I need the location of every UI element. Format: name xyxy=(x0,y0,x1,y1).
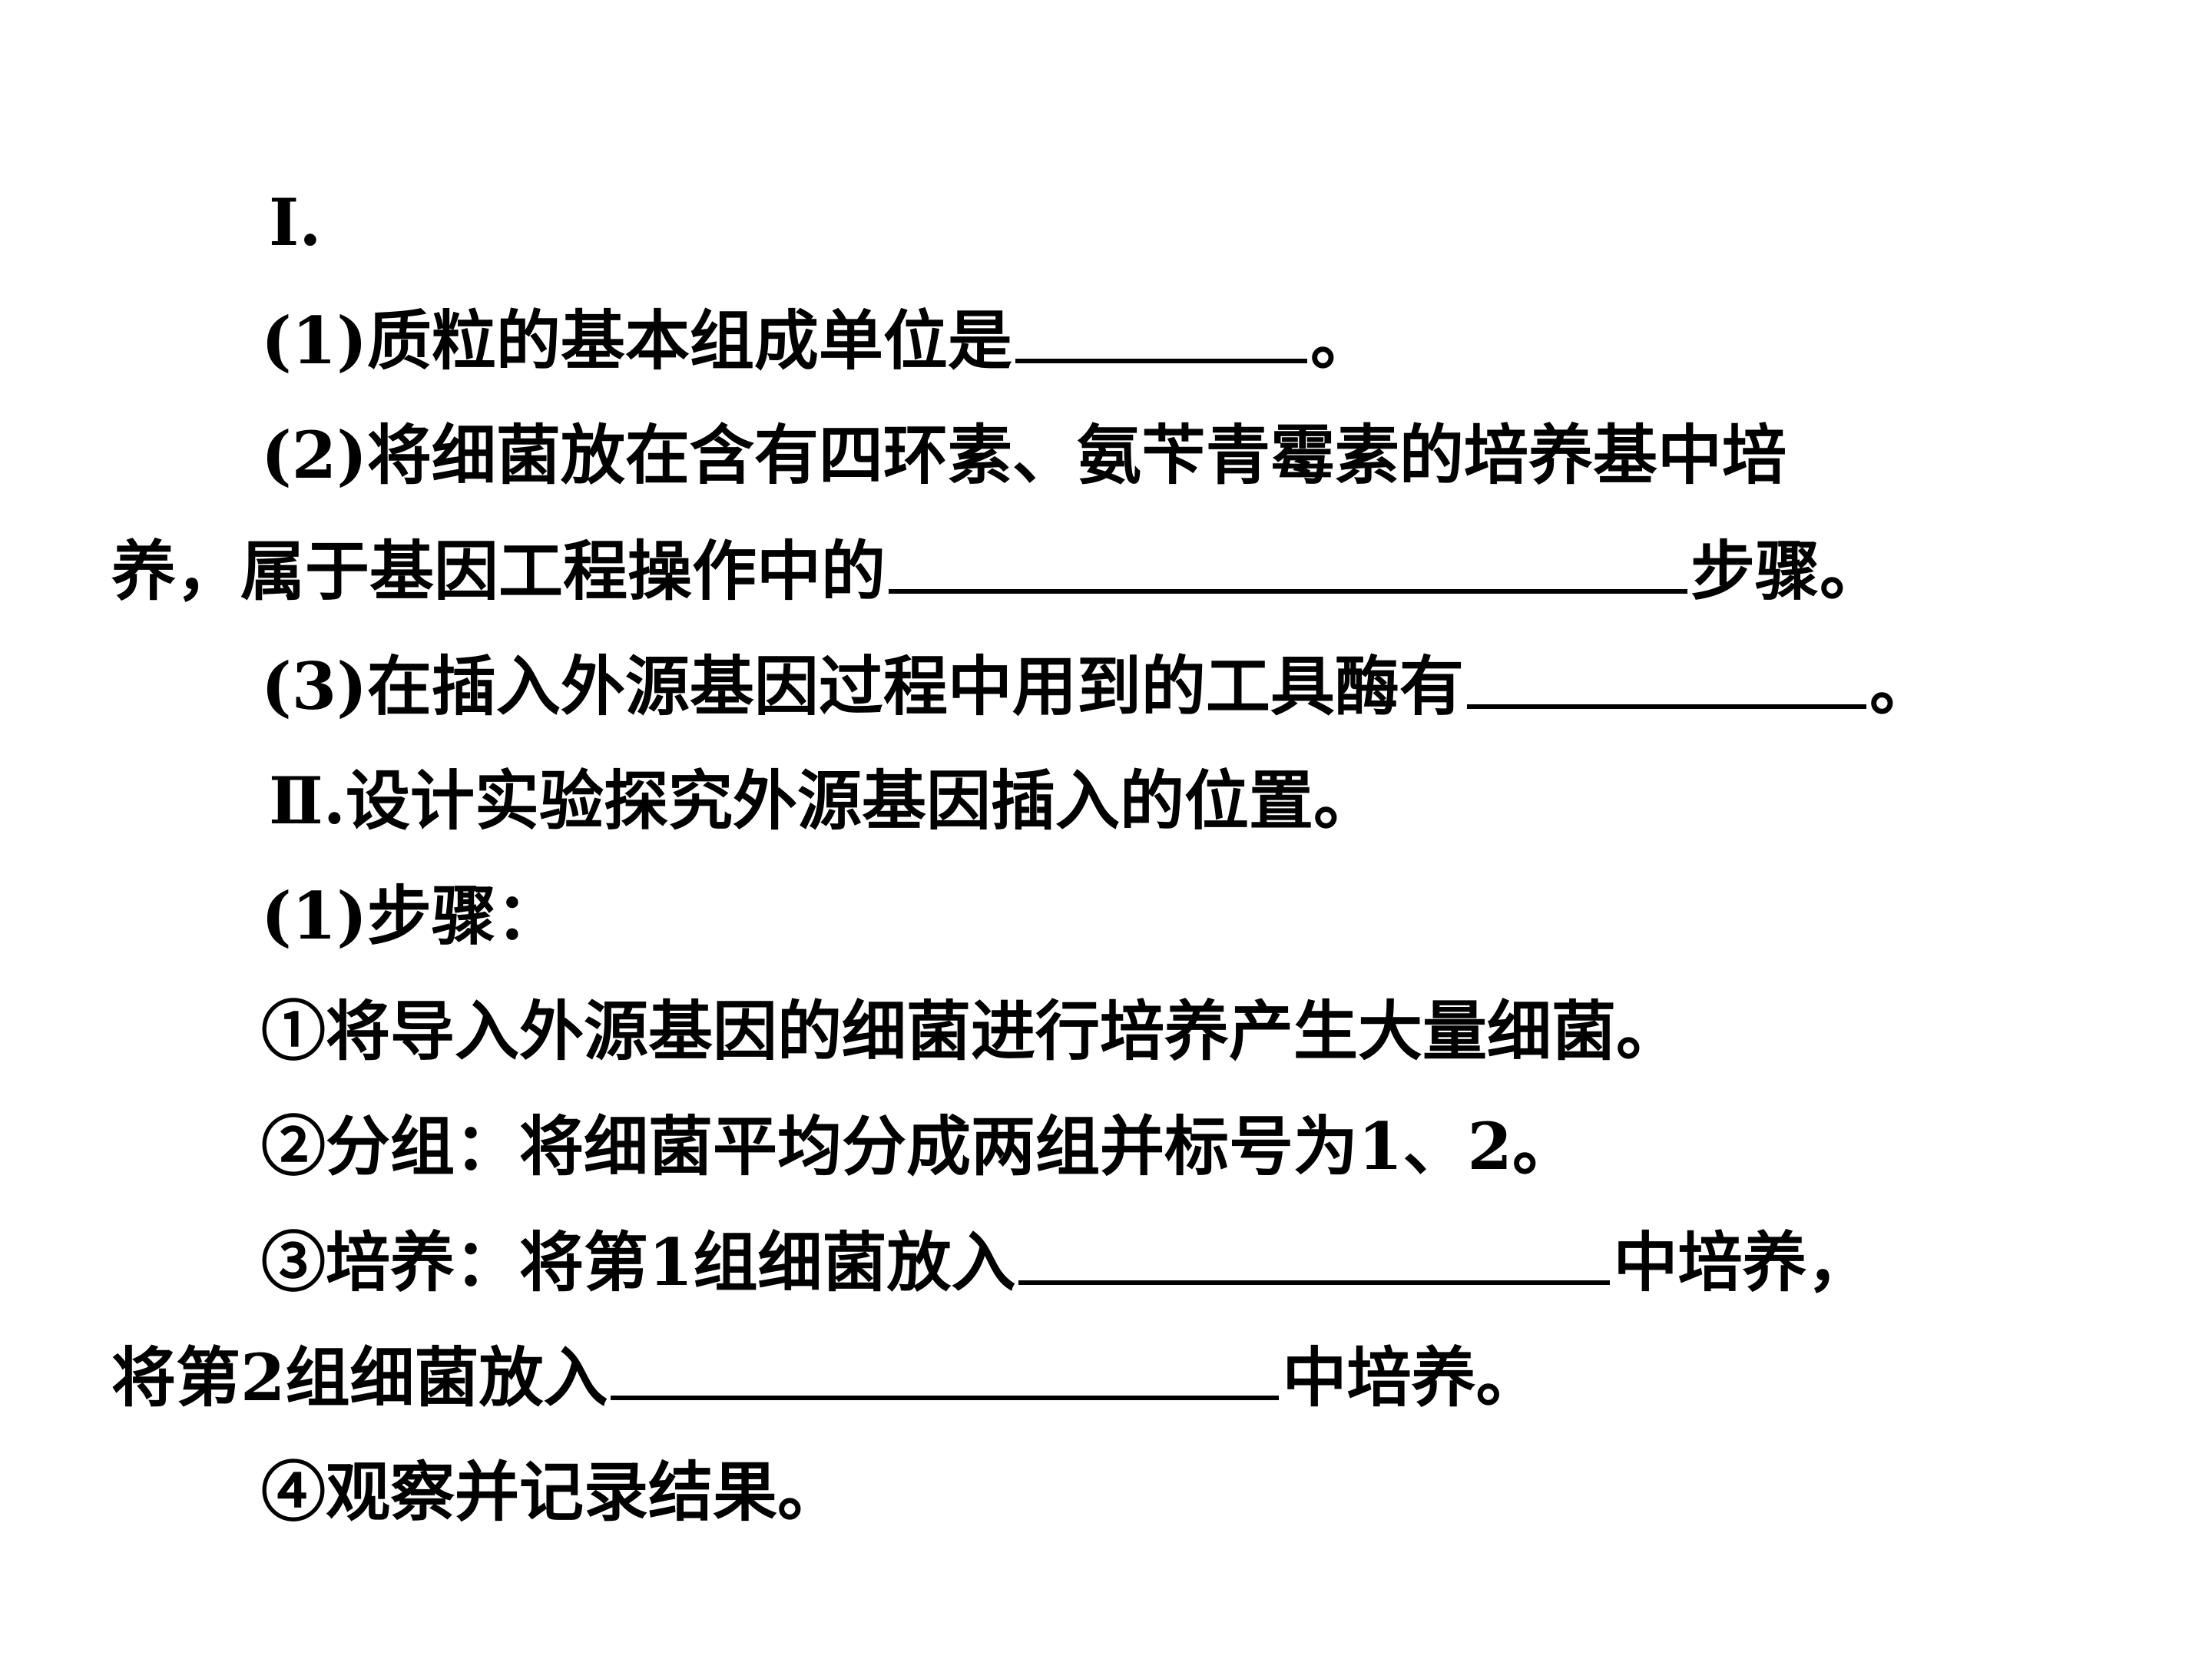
question-2-line2: 养，属于基因工程操作中的 步骤。 xyxy=(111,525,1884,617)
answer-blank-1[interactable] xyxy=(1015,294,1307,363)
question-3: (3)在插入外源基因过程中用到的工具酶有 。 xyxy=(261,640,1934,732)
step-3-end: 中培养， xyxy=(1613,1224,1872,1300)
step-1: ①将导入外源基因的细菌进行培养产生大量细菌。 xyxy=(261,993,1681,1069)
answer-blank-3[interactable] xyxy=(1466,640,1866,709)
part1-heading: Ⅰ. xyxy=(269,184,322,260)
part2-heading: Ⅱ.设计实验探究外源基因插入的位置。 xyxy=(269,763,1379,839)
step-2: ②分组：将细菌平均分成两组并标号为1、2。 xyxy=(261,1108,1577,1184)
step-3-line2-text: 将第2组细菌放入 xyxy=(111,1339,608,1416)
question-1-text: (1)质粒的基本组成单位是 xyxy=(261,303,1012,379)
question-3-text: (3)在插入外源基因过程中用到的工具酶有 xyxy=(261,648,1464,724)
question-2-text: 养，属于基因工程操作中的 xyxy=(111,533,886,609)
step-4: ④观察并记录结果。 xyxy=(261,1454,843,1530)
question-2-line1: (2)将细菌放在含有四环素、氨苄青霉素的培养基中培 xyxy=(261,417,1786,493)
question-1: (1)质粒的基本组成单位是 。 xyxy=(261,294,1375,386)
steps-title: (1)步骤： xyxy=(261,878,561,954)
answer-blank-2[interactable] xyxy=(889,525,1688,594)
question-2-end: 步骤。 xyxy=(1690,533,1885,609)
question-1-end: 。 xyxy=(1310,303,1375,379)
step-3-line1: ③培养：将第1组细菌放入 中培养， xyxy=(261,1216,1871,1308)
question-3-end: 。 xyxy=(1869,648,1934,724)
step-3-line2-end: 中培养。 xyxy=(1282,1339,1541,1416)
step-3-text: ③培养：将第1组细菌放入 xyxy=(261,1224,1016,1300)
answer-blank-5[interactable] xyxy=(611,1331,1280,1400)
answer-blank-4[interactable] xyxy=(1018,1216,1611,1285)
step-3-line2: 将第2组细菌放入 中培养。 xyxy=(111,1331,1540,1423)
